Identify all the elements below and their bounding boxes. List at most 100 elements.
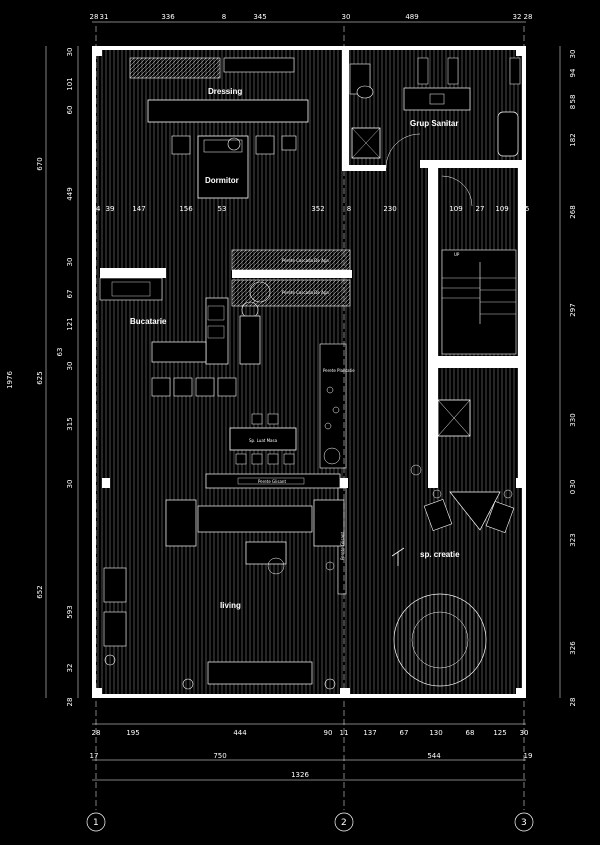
dim-right-dims-5: 268 [569,205,577,218]
dim-bottom-row1-10: 30 [520,729,529,737]
axis-label-3: 3 [521,818,527,828]
kitchen-wall [100,268,352,278]
dim-right-dims-7: 330 [569,413,577,426]
dim-bottom-row2-0: 17 [90,752,99,760]
annotation-plantatie: Perete Plantatie [323,368,355,373]
dim-right-dims-10: 323 [569,533,577,546]
dim-bottom-row1-0: 28 [92,729,101,737]
dining-set [229,413,297,465]
annotation-perete-glisant-v: Perete Glisant [340,532,345,560]
dim-top-dims-0: 28 [90,13,99,21]
dim-left-inner-dims-3: 449 [66,187,74,200]
dim-right-dims-8: 30 [569,480,577,489]
room-label-dressing: Dressing [208,87,242,96]
dim-interior-dims-2: 147 [132,205,145,213]
dim-mid: 63 [56,348,64,357]
dim-bottom-row2-2: 544 [427,752,441,760]
dim-right-dims-1: 94 [569,68,577,77]
water-wall [231,249,351,319]
dim-top-dims-6: 489 [405,13,418,21]
dim-interior-dims-12: 35 [521,205,530,213]
dim-left-inner-dims-7: 30 [66,362,74,371]
dim-right-dims-6: 297 [569,303,577,316]
dim-left-inner-dims-4: 30 [66,258,74,267]
bathroom-walls [342,50,524,488]
dim-bottom-row2-1: 750 [213,752,226,760]
dim-bottom-row1-2: 444 [233,729,247,737]
dim-right-dims-12: 28 [569,698,577,707]
dim-interior-dims-0: 24 [92,205,101,213]
dim-right-dims-4: 182 [569,133,577,146]
dim-right-dims-9: 0 [569,490,577,494]
dim-bottom-row1-6: 67 [400,729,409,737]
room-label-sp-creatie: sp. creatie [420,550,460,559]
room-label-bucatarie: Bucatarie [130,317,167,326]
dim-bottom-row1-5: 137 [363,729,376,737]
dim-left-inner-dims-1: 101 [66,77,74,90]
dim-bottom-row1-9: 125 [493,729,506,737]
dim-left-inner-dims-11: 32 [66,664,74,673]
dim-interior-dims-11: 109 [495,205,508,213]
dim-top-dims-1: 31 [100,13,109,21]
dim-bottom-row1-4: 11 [340,729,349,737]
dim-left-outer-dims-0: 670 [36,157,44,170]
room-label-dormitor: Dormitor [205,176,239,185]
annotation-perete-glisant-h: Perete Glisant [258,479,286,484]
dim-left-inner-dims-0: 30 [66,48,74,57]
dim-interior-dims-6: 8 [347,205,351,213]
annotation-perete-cascada-1: Perete Cascada De Apa [282,258,329,263]
dim-left-inner-dims-12: 28 [66,698,74,707]
kitchen-furniture [99,277,261,397]
dim-interior-dims-8: 33 [430,205,439,213]
plant-wall [319,343,347,469]
dim-interior-dims-7: 230 [383,205,396,213]
dim-right-dims-3: 8 [569,105,577,109]
dim-left-inner-dims-6: 121 [66,317,74,330]
dim-interior-dims-1: 39 [106,205,115,213]
dim-interior-dims-4: 53 [218,205,227,213]
dim-bottom-row1-3: 90 [324,729,333,737]
axis-label-1: 1 [93,818,99,828]
dim-interior-dims-3: 156 [179,205,193,213]
dim-top-dims-8: 28 [524,13,533,21]
dim-bottom-total: 1326 [291,771,309,779]
dressing-furniture [129,57,309,123]
dim-top-dims-7: 32 [513,13,522,21]
dim-left-outer-dims-2: 652 [36,585,44,598]
dim-left-inner-dims-2: 60 [66,106,74,115]
dim-top-dims-3: 8 [222,13,226,21]
axis-label-2: 2 [341,818,347,828]
dim-right-dims-2: 58 [569,95,577,104]
dim-left-total: 1976 [6,371,14,389]
dim-right-dims-11: 326 [569,641,577,655]
dim-left-inner-dims-8: 315 [66,417,74,430]
dim-top-dims-2: 336 [161,13,175,21]
dim-top-dims-5: 30 [342,13,351,21]
annotation-up: UP [454,252,460,257]
staircase [441,175,517,355]
living-furniture [103,499,345,690]
dim-bottom-row1-8: 68 [466,729,475,737]
room-label-living: living [220,601,241,610]
dim-left-inner-dims-10: 593 [66,605,74,618]
dim-bottom-row1-7: 130 [429,729,442,737]
creative-space-furniture [391,464,515,687]
annotation-perete-cascada-2: Perete Cascada De Apa [282,290,329,295]
bedroom-furniture [171,135,297,199]
dim-top-dims-4: 345 [253,13,266,21]
shaft [437,399,471,437]
dim-interior-dims-10: 27 [476,205,485,213]
dim-right-dims-0: 30 [569,50,577,59]
room-label-sp-luat-masa: Sp. Luat Masa [249,438,278,443]
dim-interior-dims-9: 109 [449,205,462,213]
dim-left-inner-dims-9: 30 [66,480,74,489]
dim-bottom-row1-1: 195 [126,729,139,737]
dim-left-inner-dims-5: 67 [66,290,74,299]
dim-left-outer-dims-1: 625 [36,371,44,384]
dimension-lines [45,21,561,810]
dim-bottom-row2-3: 19 [524,752,533,760]
axis-markers: 1 2 3 [86,812,534,832]
room-label-grup-sanitar: Grup Sanitar [410,119,458,128]
